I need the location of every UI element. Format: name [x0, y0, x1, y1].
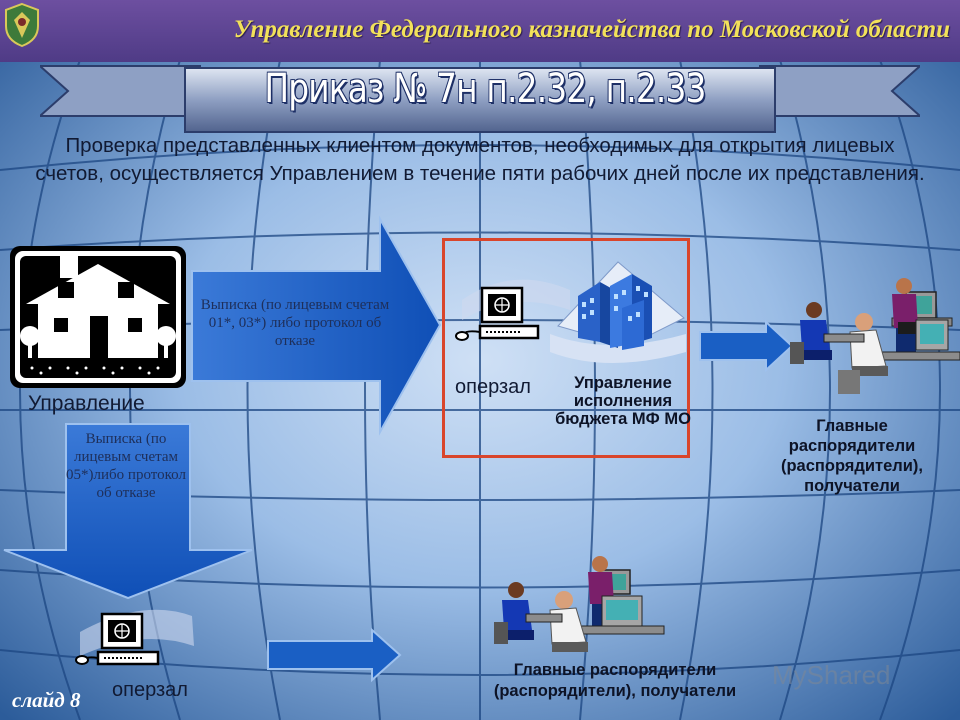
people-at-computers-icon	[494, 556, 665, 652]
arrow-to-operzal	[191, 215, 442, 436]
office-buildings-icon	[550, 261, 686, 363]
title-ribbon	[40, 65, 920, 133]
arrow-text-horizontal: Выписка (по лицевым счетам 01*, 03*) либ…	[200, 297, 390, 349]
label-operzal-bottom: оперзал	[112, 679, 188, 701]
intro-text: Проверка представленных клиентом докумен…	[35, 134, 925, 185]
building-house-icon	[10, 246, 186, 388]
order-title: Приказ № 7н п.2.32, п.2.33	[264, 66, 706, 112]
people-at-computers-icon	[790, 278, 960, 394]
computer-terminal-icon	[455, 279, 570, 341]
header-bar: Управление Федерального казначейства по …	[0, 0, 960, 62]
treasury-emblem-icon	[5, 2, 39, 48]
budget-dept-highlight	[442, 238, 690, 458]
label-budget-dept: Управление исполнения бюджета МФ МО	[555, 374, 691, 428]
slide-number: слайд 8	[12, 688, 81, 712]
arrow-down	[3, 423, 253, 600]
label-recipients-bottom: Главные распорядители (распорядители), п…	[493, 661, 737, 700]
header-title: Управление Федерального казначейства по …	[233, 16, 950, 43]
label-upravlenie: Управление	[28, 392, 145, 415]
label-operzal-top: оперзал	[455, 376, 531, 398]
watermark: MyShared	[772, 660, 891, 690]
label-recipients-top: Главные распорядители (распорядители), п…	[780, 417, 924, 495]
arrow-to-recipients-bottom	[267, 627, 402, 683]
arrow-text-vertical: Выписка (по лицевым счетам 05*)либо прот…	[66, 431, 186, 501]
arrow-to-recipients-top	[699, 319, 794, 373]
computer-terminal-icon	[75, 609, 194, 666]
